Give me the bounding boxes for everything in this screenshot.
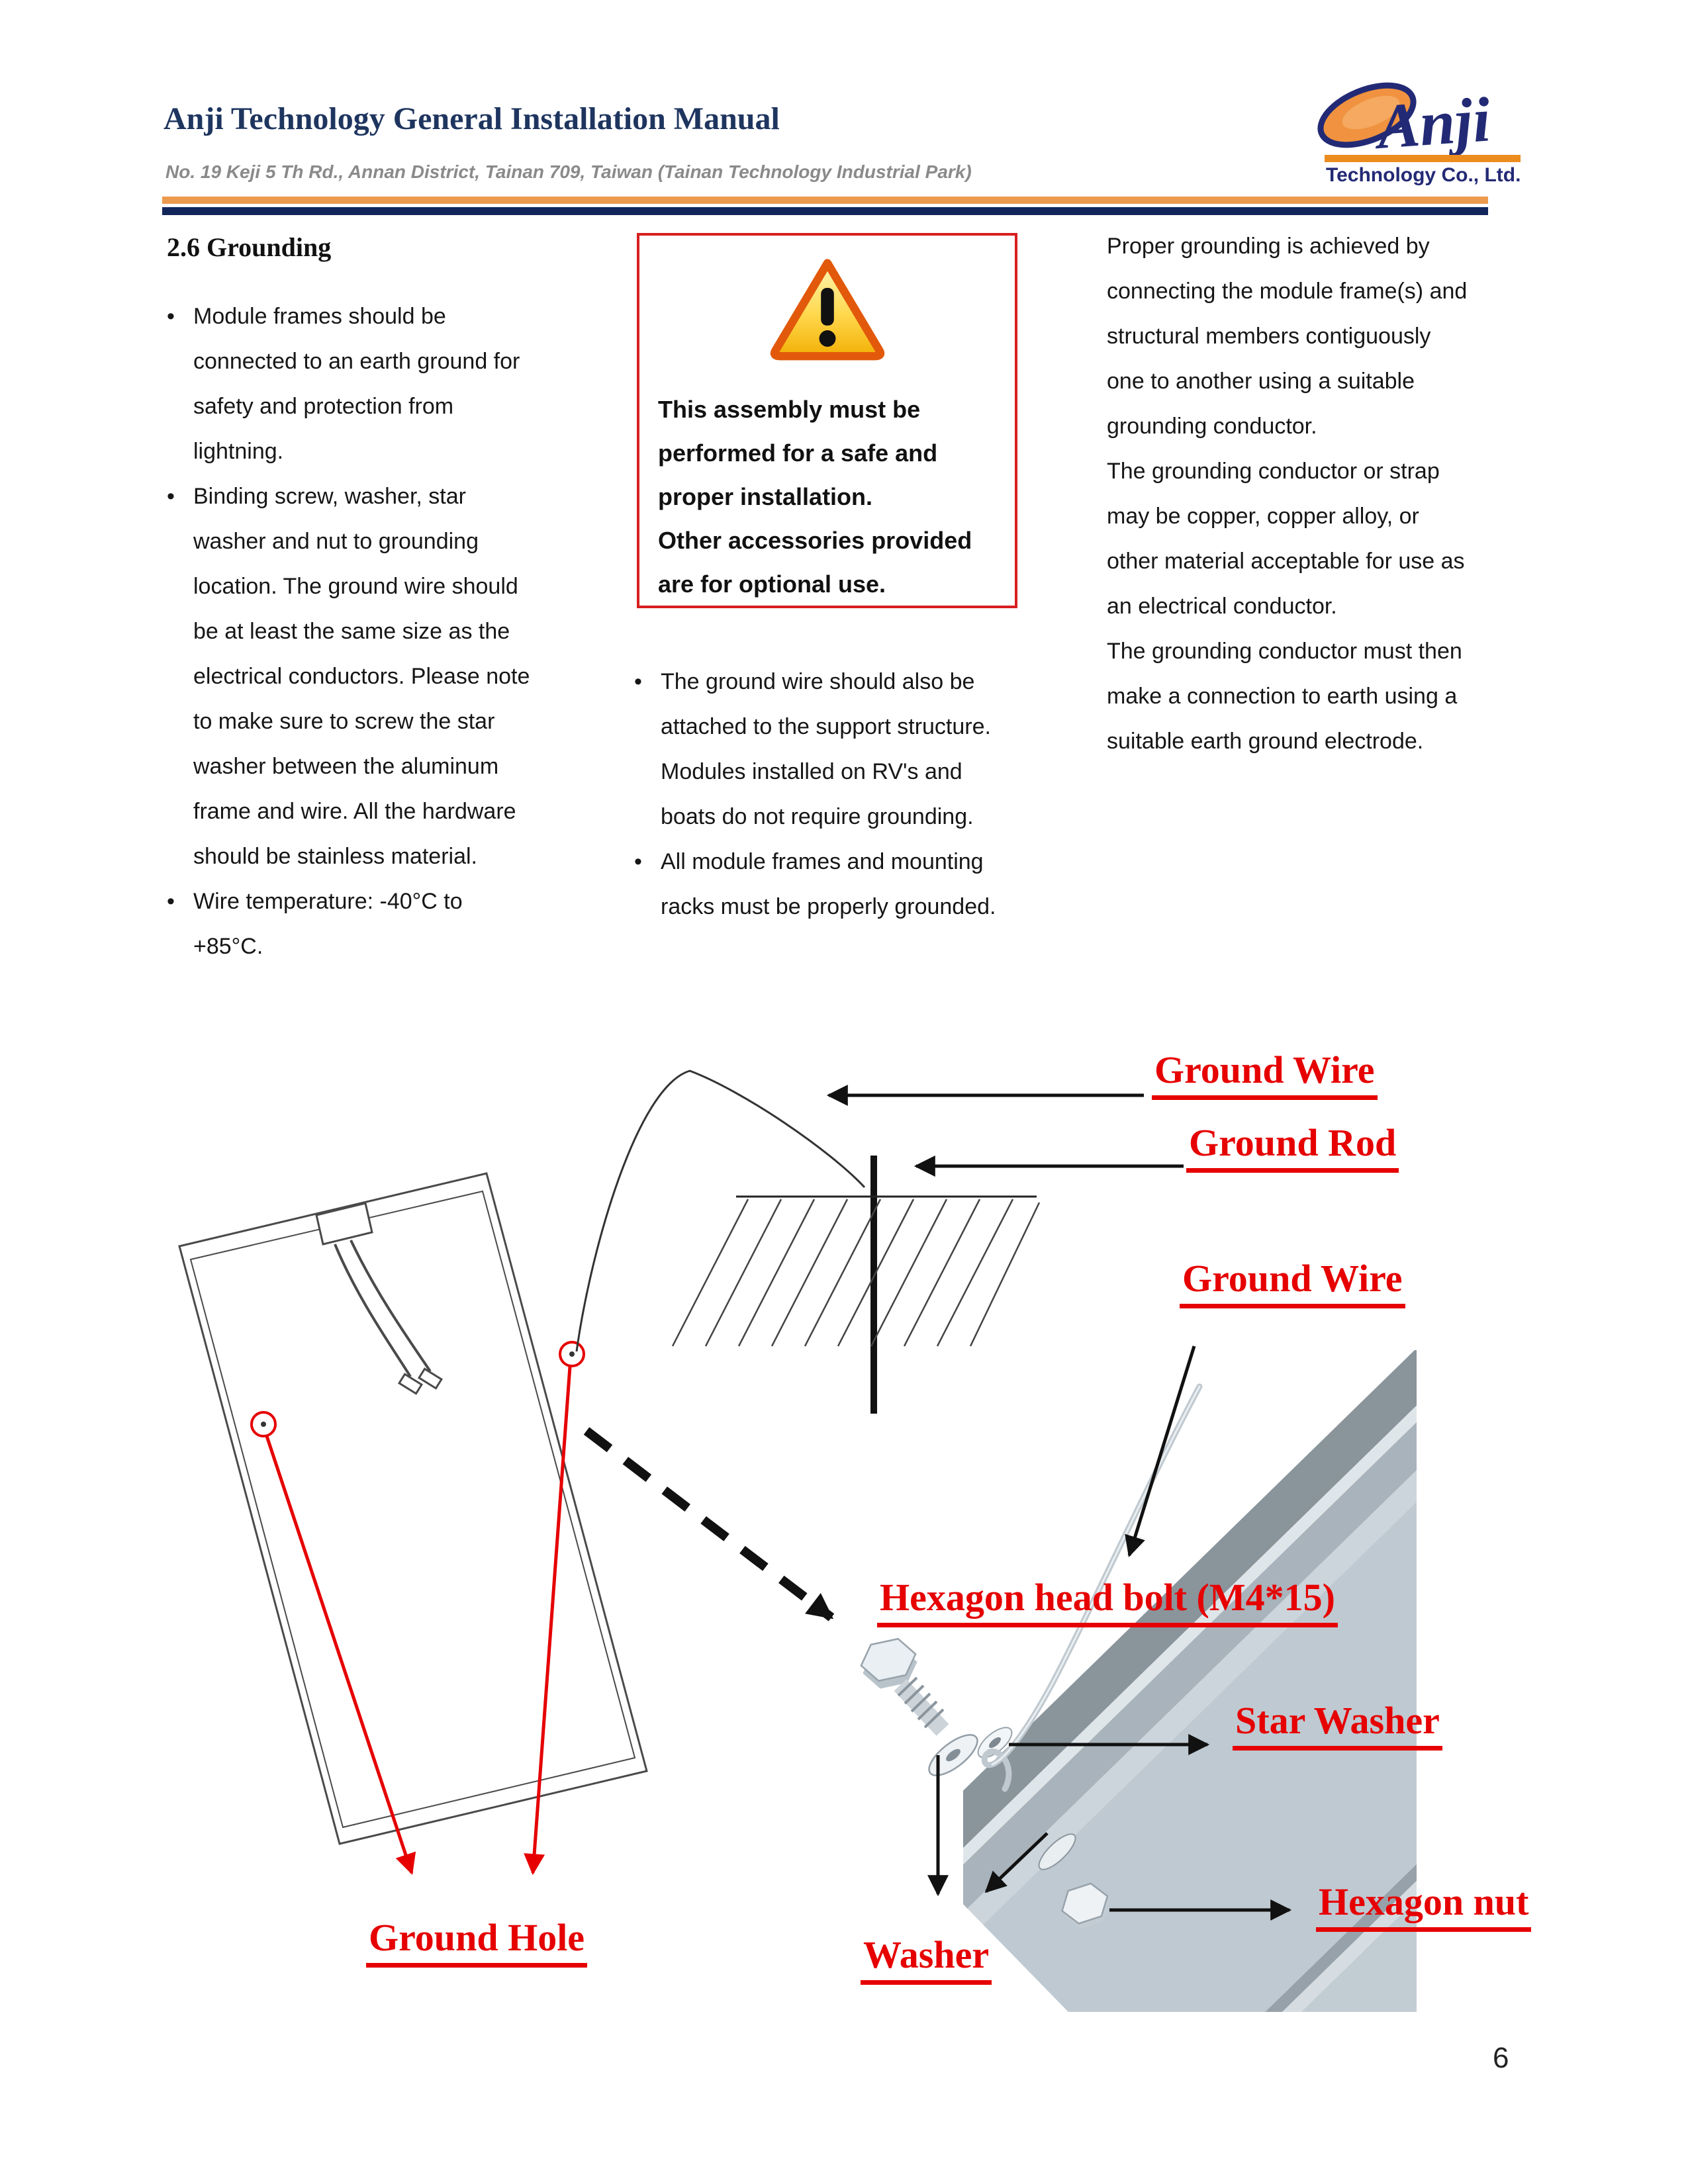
logo-underline bbox=[1325, 155, 1521, 162]
label-ground-hole: Ground Hole bbox=[366, 1917, 588, 1968]
label-ground-wire-top: Ground Wire bbox=[1152, 1049, 1378, 1100]
ground-wire-curve bbox=[575, 1069, 866, 1352]
module-cable bbox=[334, 1244, 412, 1378]
hexagon-nut-part bbox=[1061, 1882, 1109, 1929]
assembly-dashed-arrow bbox=[583, 1427, 835, 1621]
label-ground-wire-right: Ground Wire bbox=[1180, 1257, 1405, 1308]
logo-company-name: Technology Co., Ltd. bbox=[1326, 164, 1521, 186]
company-logo: Anji Technology Co., Ltd. bbox=[1317, 82, 1521, 186]
warning-text-primary: This assembly must be performed for a sa… bbox=[658, 396, 938, 510]
label-hexagon-nut: Hexagon nut bbox=[1316, 1881, 1532, 1932]
module-cable bbox=[350, 1240, 432, 1373]
list-item: Binding screw, washer, star washer and n… bbox=[167, 474, 590, 879]
warning-icon bbox=[639, 257, 1015, 363]
junction-box bbox=[315, 1202, 373, 1246]
paragraph: The grounding conductor or strap may be … bbox=[1107, 459, 1465, 619]
list-item-text: Module frames should be connected to an … bbox=[193, 304, 520, 464]
paragraph: The grounding conductor must then make a… bbox=[1107, 639, 1462, 754]
divider-orange bbox=[162, 197, 1488, 204]
list-item: Module frames should be connected to an … bbox=[167, 294, 590, 474]
label-hex-bolt: Hexagon head bolt (M4*15) bbox=[877, 1576, 1338, 1627]
earth-hatching bbox=[671, 1199, 1041, 1347]
label-washer: Washer bbox=[861, 1934, 992, 1985]
warning-text-secondary: Other accessories provided are for optio… bbox=[658, 527, 972, 598]
paragraph: Proper grounding is achieved by connecti… bbox=[1107, 234, 1468, 439]
wire-highlight bbox=[991, 1385, 1201, 1766]
warning-box: This assembly must be performed for a sa… bbox=[637, 233, 1017, 608]
list-item-text: Binding screw, washer, star washer and n… bbox=[193, 484, 530, 869]
list-item: All module frames and mounting racks mus… bbox=[634, 839, 1045, 929]
label-star-washer: Star Washer bbox=[1233, 1700, 1442, 1751]
page-number: 6 bbox=[1493, 2042, 1509, 2074]
rail-slot bbox=[1038, 1833, 1076, 1870]
hex-bolt-part bbox=[860, 1637, 978, 1776]
page-title: Anji Technology General Installation Man… bbox=[164, 101, 780, 136]
solar-module-outline bbox=[178, 1172, 648, 1845]
ground-hole-markers bbox=[250, 1341, 585, 1876]
list-item: Wire temperature: -40°C to +85°C. bbox=[167, 879, 590, 969]
logo-wordmark: Anji bbox=[1372, 83, 1493, 162]
ground-rod-figure bbox=[575, 1069, 1041, 1414]
company-address: No. 19 Keji 5 Th Rd., Annan District, Ta… bbox=[165, 161, 972, 182]
middle-column: The ground wire should also be attached … bbox=[634, 659, 1045, 929]
label-arrows bbox=[826, 1084, 1292, 1921]
divider-navy bbox=[162, 207, 1488, 215]
right-column: Proper grounding is achieved by connecti… bbox=[1107, 224, 1557, 764]
logo-swoosh-icon bbox=[1317, 82, 1417, 148]
list-item-text: The ground wire should also be attached … bbox=[661, 669, 991, 829]
section-heading: 2.6 Grounding bbox=[167, 232, 332, 262]
list-item-text: Wire temperature: -40°C to +85°C. bbox=[193, 889, 463, 959]
list-item: The ground wire should also be attached … bbox=[634, 659, 1045, 839]
label-ground-rod: Ground Rod bbox=[1186, 1122, 1399, 1173]
left-column: Module frames should be connected to an … bbox=[167, 294, 590, 969]
list-item-text: All module frames and mounting racks mus… bbox=[661, 849, 996, 919]
